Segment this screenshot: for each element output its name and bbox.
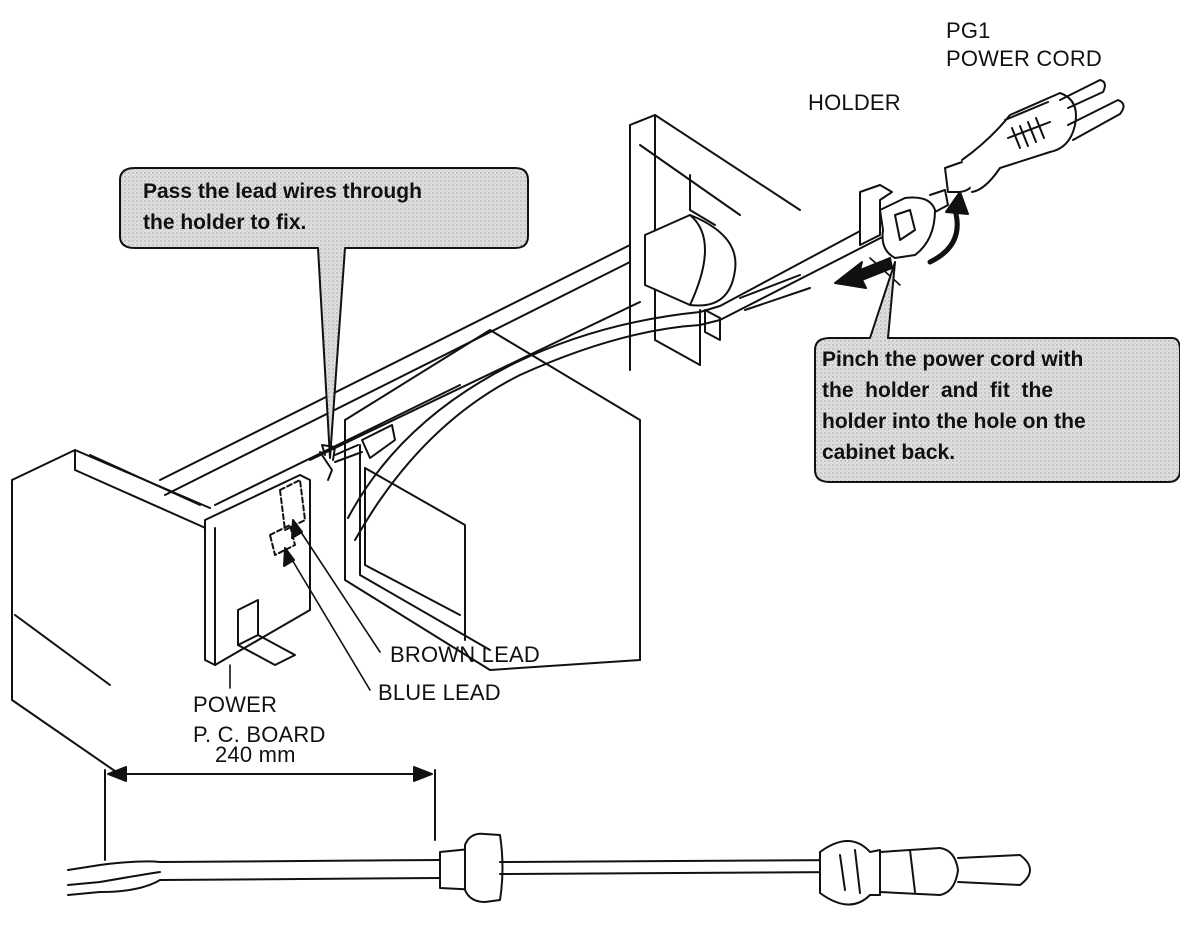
part-code-label: PG1 xyxy=(946,18,991,43)
callout-right-line3: holder into the hole on the xyxy=(822,410,1086,433)
blue-lead-label: BLUE LEAD xyxy=(378,680,501,705)
dimension-label: 240 mm xyxy=(215,742,296,767)
holder-part xyxy=(859,184,949,259)
callout-right-line1: Pinch the power cord with xyxy=(822,348,1084,371)
power-cord-path xyxy=(334,214,901,541)
callout-right-balloon xyxy=(814,261,1180,483)
lead-arrowheads xyxy=(283,519,303,567)
cabinet-hole xyxy=(704,309,721,341)
power-cord-label: POWER CORD xyxy=(946,46,1102,71)
callout-left-balloon xyxy=(119,167,529,459)
power-pc-board xyxy=(204,444,336,666)
inner-box xyxy=(344,329,641,671)
brown-lead-label: BROWN LEAD xyxy=(390,642,540,667)
power-label: POWER xyxy=(193,692,278,717)
bottom-cord xyxy=(67,769,1031,906)
cabinet-rails xyxy=(159,244,811,506)
callout-right-line4: cabinet back. xyxy=(822,441,956,464)
callout-left-line2: the holder to fix. xyxy=(143,211,307,234)
cabinet-back-panel xyxy=(629,114,801,371)
plug-part xyxy=(944,79,1125,193)
holder-label: HOLDER xyxy=(808,90,901,115)
rotate-arrow xyxy=(927,191,969,265)
dimension-arrows xyxy=(107,766,433,782)
callout-right-line2: the holder and fit the xyxy=(822,379,1053,402)
push-arrow xyxy=(834,257,893,289)
lead-leader-lines xyxy=(229,257,901,691)
pc-board-label: P. C. BOARD xyxy=(193,722,326,747)
cabinet-left-side xyxy=(11,449,211,779)
capacitor-component xyxy=(644,214,737,307)
callout-left-line1: Pass the lead wires through xyxy=(143,180,422,203)
